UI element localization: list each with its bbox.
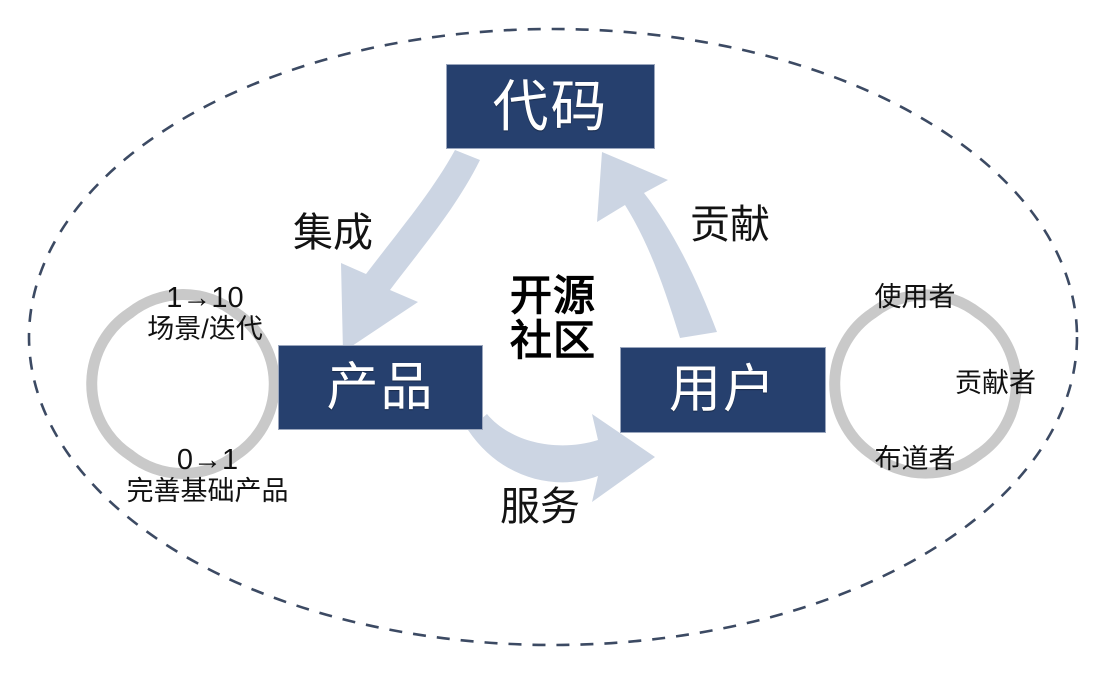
arrow-integrate	[341, 150, 480, 352]
left-ring-label-bottom: 0→1 完善基础产品	[100, 444, 315, 507]
arrow-service	[468, 414, 655, 502]
node-user[interactable]: 用户	[620, 347, 826, 433]
node-product-label: 产品	[326, 358, 435, 417]
right-ring	[829, 289, 1022, 479]
left-ring-bottom-line-1: 0→1	[176, 444, 239, 476]
left-ring	[86, 289, 280, 479]
flow-label-integrate: 集成	[293, 211, 373, 255]
right-ring-label-side: 贡献者	[955, 368, 1036, 398]
left-ring-top-line-1: 1→10	[166, 282, 244, 314]
left-ring-bottom-line-2: 完善基础产品	[126, 476, 289, 507]
left-ring-label-top: 1→10 场景/迭代	[110, 282, 300, 345]
arrow-contribute	[597, 152, 717, 338]
flow-label-service: 服务	[500, 485, 580, 529]
flow-label-contribute: 贡献	[690, 203, 770, 247]
node-product[interactable]: 产品	[278, 345, 483, 430]
right-ring-label-top: 使用者	[874, 282, 956, 312]
center-title-line-2: 社区	[509, 317, 596, 365]
left-ring-top-line-2: 场景/迭代	[147, 314, 263, 345]
node-code-label: 代码	[492, 74, 609, 138]
boundary-ellipse	[27, 27, 1079, 647]
center-title: 开源 社区	[483, 273, 623, 364]
node-user-label: 用户	[668, 361, 777, 419]
center-title-line-1: 开源	[509, 272, 596, 319]
right-ring-label-bottom: 布道者	[874, 444, 956, 474]
node-code[interactable]: 代码	[446, 64, 655, 149]
